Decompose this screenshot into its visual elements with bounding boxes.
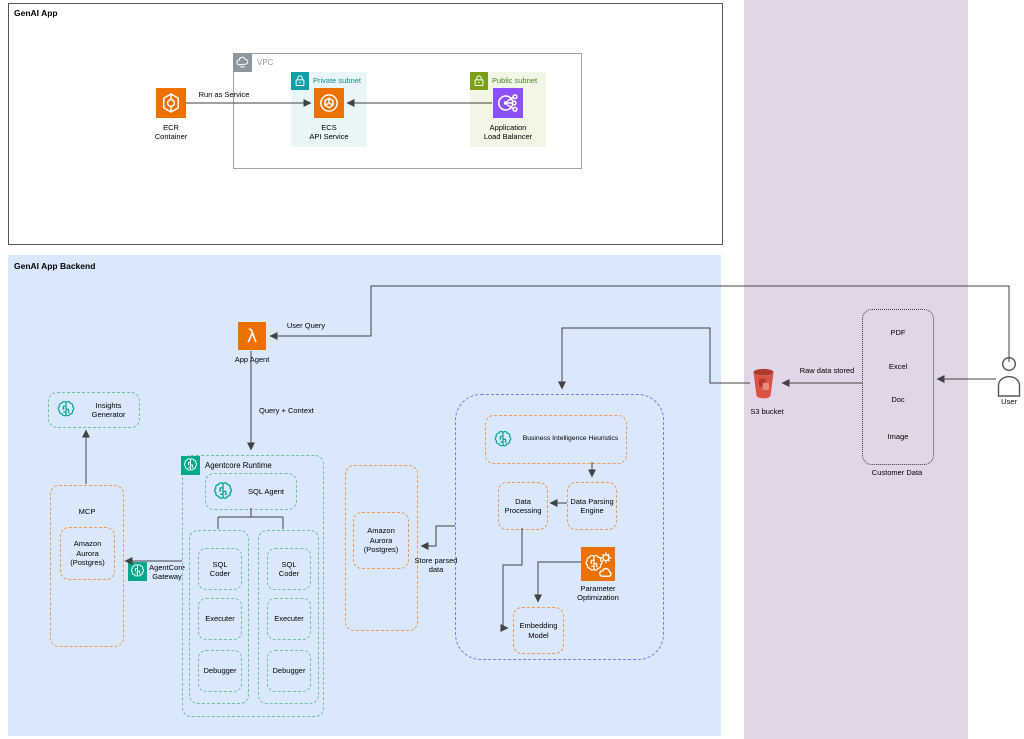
private-subnet-lock-icon	[291, 72, 309, 90]
pipeline-box	[455, 394, 664, 660]
embedding-model-label: Embedding Model	[519, 621, 558, 640]
data-processing-box: Data Processing	[498, 482, 548, 530]
runtime-column-2: SQL Coder Executer Debugger	[258, 530, 319, 704]
insights-generator-label: Insights Generator	[91, 400, 126, 419]
app-agent-label: App Agent	[234, 355, 270, 364]
mcp-box: MCP Amazon Aurora (Postgres)	[50, 485, 124, 647]
vpc-icon	[233, 53, 252, 72]
customer-data-zone	[744, 0, 968, 739]
debugger-box: Debugger	[198, 650, 242, 692]
edge-label-query-context: Query + Context	[259, 406, 314, 415]
brain-icon	[491, 428, 515, 452]
vpc-label: VPC	[257, 58, 274, 67]
customer-data-item: Doc	[891, 395, 905, 404]
backend-title: GenAI App Backend	[14, 261, 96, 271]
brain-icon	[210, 479, 236, 505]
application-load-balancer-icon	[493, 88, 523, 118]
executer-label: Executer	[274, 614, 304, 624]
app-agent-lambda-icon: λ	[238, 322, 266, 350]
debugger-label: Debugger	[272, 666, 306, 676]
brain-icon	[54, 398, 78, 422]
debugger-label: Debugger	[203, 666, 237, 676]
sql-agent-box: SQL Agent	[205, 473, 297, 510]
edge-label-store-parsed: Store parsed data	[414, 556, 458, 575]
public-subnet-lock-icon	[470, 72, 488, 90]
ecr-container-icon	[156, 88, 186, 118]
customer-data-item: PDF	[890, 328, 906, 337]
ecr-label: ECR Container	[154, 123, 188, 142]
customer-data-item: Image	[887, 432, 909, 441]
data-processing-label: Data Processing	[504, 496, 542, 515]
aurora-store-label: Amazon Aurora (Postgres)	[363, 526, 399, 555]
alb-label: Application Load Balancer	[483, 123, 533, 142]
aurora-store-outer-box: Amazon Aurora (Postgres)	[345, 465, 418, 631]
agentcore-gateway-label: AgentCore Gateway	[149, 563, 185, 582]
s3-bucket-icon	[749, 367, 778, 400]
ecs-label: ECS API Service	[309, 123, 349, 142]
embedding-model-box: Embedding Model	[513, 607, 564, 654]
s3-bucket-label: S3 bucket	[750, 407, 784, 416]
bih-box: Business Intelligence Heuristics	[485, 415, 627, 464]
sql-agent-label: SQL Agent	[248, 486, 284, 496]
sql-coder-label: SQL Coder	[278, 559, 300, 578]
bih-label: Business Intelligence Heuristics	[522, 435, 619, 443]
executer-box: Executer	[198, 598, 242, 640]
agentcore-gateway-icon	[128, 562, 147, 581]
customer-data-label: Customer Data	[871, 468, 923, 477]
edge-label-raw-data-stored: Raw data stored	[799, 366, 855, 375]
runtime-column-1: SQL Coder Executer Debugger	[189, 530, 249, 704]
customer-data-box: PDF Excel Doc Image	[862, 309, 934, 465]
sql-coder-box: SQL Coder	[267, 548, 311, 590]
parameter-optimization-label: Parameter Optimization	[577, 584, 619, 603]
agentcore-runtime-label: Agentcore Runtime	[205, 461, 272, 470]
debugger-box: Debugger	[267, 650, 311, 692]
public-subnet-label: Public subnet	[492, 76, 538, 85]
data-parsing-engine-box: Data Parsing Engine	[567, 482, 617, 530]
genai-app-title: GenAI App	[14, 8, 58, 18]
user-label: User	[1001, 397, 1017, 406]
insights-generator-box: Insights Generator	[48, 392, 140, 428]
executer-label: Executer	[205, 614, 235, 624]
data-parsing-engine-label: Data Parsing Engine	[570, 496, 614, 515]
mcp-aurora-label: Amazon Aurora (Postgres)	[70, 539, 105, 568]
aurora-store-box: Amazon Aurora (Postgres)	[353, 512, 409, 569]
svg-text:λ: λ	[247, 327, 257, 347]
agentcore-runtime-icon	[181, 456, 200, 475]
edge-label-run-as-service: Run as Service	[198, 90, 250, 99]
parameter-optimization-icon	[581, 547, 615, 581]
mcp-aurora-postgres-box: Amazon Aurora (Postgres)	[60, 527, 115, 580]
sql-coder-box: SQL Coder	[198, 548, 242, 590]
executer-box: Executer	[267, 598, 311, 640]
edge-label-user-query: User Query	[286, 321, 326, 330]
mcp-label: MCP	[78, 507, 96, 516]
customer-data-item: Excel	[888, 362, 908, 371]
agentcore-runtime-box	[182, 455, 324, 717]
private-subnet-label: Private subnet	[313, 76, 361, 85]
user-icon	[994, 354, 1024, 398]
sql-coder-label: SQL Coder	[209, 559, 231, 578]
ecs-api-service-icon	[314, 88, 344, 118]
